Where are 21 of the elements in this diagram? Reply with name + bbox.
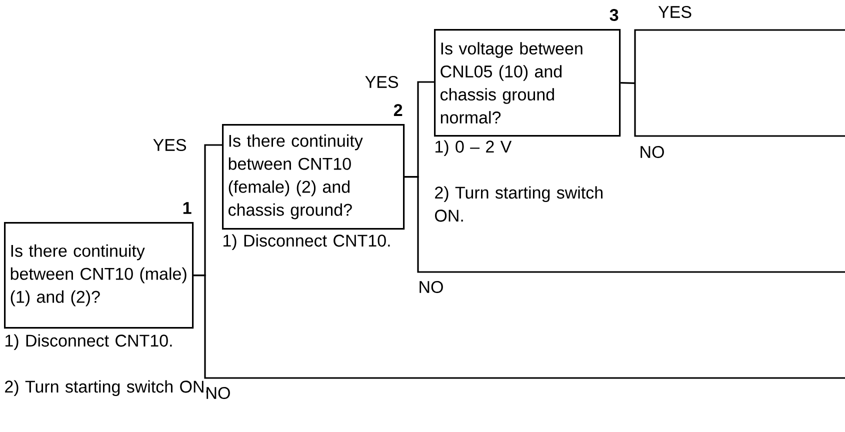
- edge-label: YES: [365, 76, 398, 88]
- step-number: 1: [183, 202, 192, 214]
- step-number: 3: [610, 8, 618, 22]
- step-number: 2: [394, 104, 402, 116]
- edge-label: NO: [420, 280, 443, 294]
- question-box: Is voltage between CNL05 (10) and chassis ground normal?: [434, 29, 621, 137]
- edge-label: YES: [658, 6, 692, 18]
- instruction-note: 1) 0 – 2 V: [436, 140, 512, 156]
- instruction-note: 1) Disconnect CNT10.: [224, 234, 390, 250]
- branch-label: NO: [640, 146, 664, 158]
- connector-line: [194, 274, 845, 379]
- instruction-note: 1) Disconnect CNT10.: [6, 334, 172, 350]
- instruction-note: 2) Turn starting switch ON.: [5, 380, 208, 396]
- edge-label: YES: [153, 138, 186, 152]
- instruction-note: 2) Turn starting switch ON.: [435, 186, 602, 222]
- connector-line: [404, 176, 845, 273]
- question-box: Is there continuity between CNT10 (male) (1) and (2)?: [4, 222, 194, 329]
- edge-label: NO: [206, 386, 230, 400]
- question-box: Is there continuity between CNT10 (female) (2) and chassis ground?: [222, 124, 405, 230]
- connector-line: [620, 82, 636, 84]
- empty-box: [634, 29, 845, 137]
